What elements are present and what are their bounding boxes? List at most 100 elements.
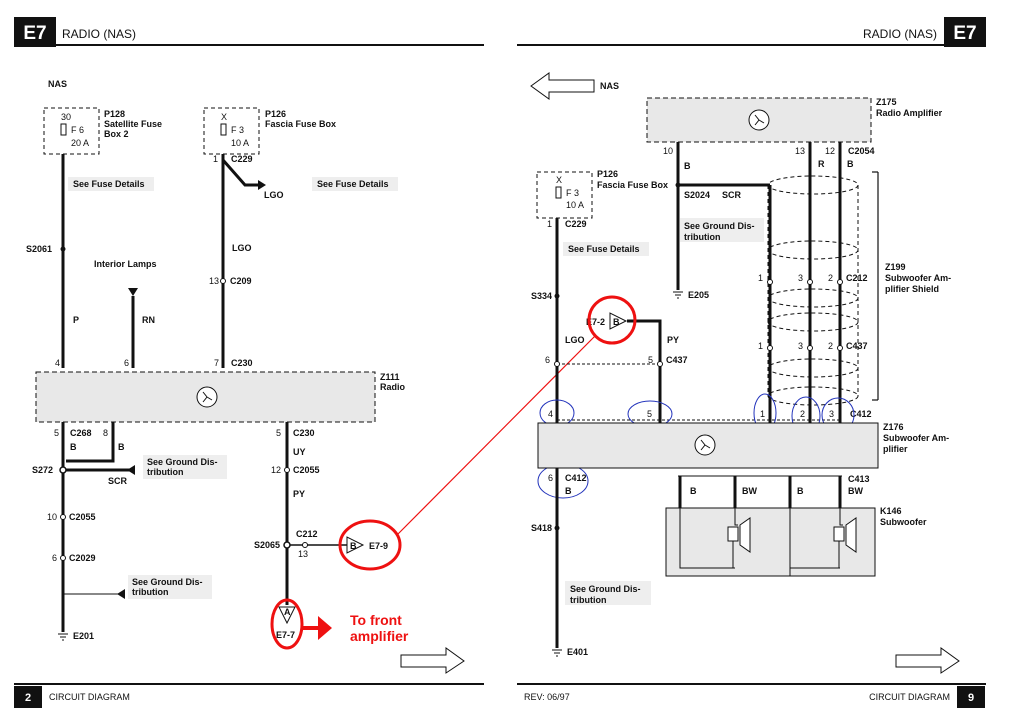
wire-label-uy: UY — [293, 447, 306, 457]
c229-label: C229 — [231, 154, 253, 164]
s2024-label: S2024 — [684, 190, 710, 200]
c437-left-pin-6: 6 — [545, 355, 550, 365]
c413-wire-4: BW — [848, 486, 863, 496]
s418-splice — [554, 525, 560, 531]
z175-name: Radio Amplifier — [876, 108, 943, 118]
ground-arrow-2 — [117, 589, 125, 599]
continue-arrow-right-page — [895, 647, 960, 674]
c2055-left-label: C2055 — [69, 512, 96, 522]
annotation-text-2: amplifier — [350, 628, 409, 644]
wire-label-r: R — [818, 159, 825, 169]
subwoofer-unit — [665, 507, 876, 577]
c268-pin-5: 5 — [54, 428, 59, 438]
c437-right-pin-2: 2 — [828, 341, 833, 351]
wire-label-py-right: PY — [667, 335, 679, 345]
z176-name-2: plifier — [883, 444, 908, 454]
e72-connector-ref — [609, 312, 628, 330]
c268-pin-8: 8 — [103, 428, 108, 438]
left-footer-label: CIRCUIT DIAGRAM — [49, 692, 130, 702]
p128-name-2: Box 2 — [104, 129, 129, 139]
wire-label-b-1: B — [70, 442, 77, 452]
wire-label-scr-right: SCR — [722, 190, 742, 200]
see-ground-right-2b: tribution — [570, 595, 607, 605]
c412-pin-5: 5 — [647, 409, 652, 419]
k146-id: K146 — [880, 506, 902, 516]
p126-id: P126 — [265, 109, 286, 119]
c437-left-connector-6 — [554, 361, 560, 367]
p126-fuse-box — [203, 107, 260, 155]
c412-top-label: C412 — [850, 409, 872, 419]
radio-name: Radio — [380, 382, 406, 392]
c209-connector — [220, 278, 226, 284]
c2029-pin: 6 — [52, 553, 57, 563]
see-fuse-arrow-2 — [258, 180, 266, 190]
e72-pin: B — [613, 317, 620, 327]
wire-label-b-2: B — [118, 442, 125, 452]
nas-back-arrow — [530, 72, 595, 100]
radio-icon-glyph — [202, 391, 213, 403]
see-ground-2b: tribution — [132, 587, 169, 597]
left-page-badge-bg — [14, 17, 56, 47]
wire-label-scr: SCR — [108, 476, 128, 486]
c413-wire-1: B — [690, 486, 697, 496]
p126-fuse-label: F 3 — [231, 125, 244, 135]
c437-right-connectors — [767, 345, 843, 351]
e77-connector-ref — [278, 606, 296, 625]
c2054-pin-12: 12 — [825, 146, 835, 156]
see-fuse-details-box-1 — [68, 177, 154, 191]
p126-pin: X — [221, 112, 227, 122]
wire-label-p: P — [73, 315, 79, 325]
c2029-label: C2029 — [69, 553, 96, 563]
annotation-text-1: To front — [350, 612, 402, 628]
c412-pin-1: 1 — [760, 409, 765, 419]
wire-label-lgo-right: LGO — [565, 335, 585, 345]
wire-label-rn: RN — [142, 315, 155, 325]
c413-wire-2: BW — [742, 486, 757, 496]
z199-id: Z199 — [885, 262, 906, 272]
e77-pin: A — [284, 607, 291, 617]
c437-right-pin-1: 1 — [758, 341, 763, 351]
z175-id: Z175 — [876, 97, 897, 107]
radio-pin-4: 4 — [55, 358, 60, 368]
left-page-badge: E7 — [23, 23, 46, 44]
wire-lgo-branch — [221, 159, 258, 187]
annotation-arrow-head — [318, 616, 332, 640]
p128-name-1: Satellite Fuse — [104, 119, 162, 129]
c230-right-label: C230 — [293, 428, 315, 438]
annotation-circle-e79 — [338, 519, 402, 571]
speaker-wires — [678, 476, 842, 508]
c437-right-pin-3: 3 — [798, 341, 803, 351]
p126-fuse-icon — [220, 123, 227, 136]
radio-c230-label: C230 — [231, 358, 253, 368]
e201-label: E201 — [73, 631, 94, 641]
p126-right-fuse-box — [536, 171, 593, 219]
p128-fuse-box — [43, 107, 100, 155]
see-ground-right-1a: See Ground Dis- — [684, 221, 755, 231]
p126-right-id: P126 — [597, 169, 618, 179]
e201-ground-icon — [58, 633, 68, 641]
see-fuse-details-1: See Fuse Details — [73, 179, 145, 189]
wire-label-py: PY — [293, 489, 305, 499]
c437-right-label: C437 — [846, 341, 868, 351]
e401-label: E401 — [567, 647, 588, 657]
wire-b-shield — [66, 422, 115, 463]
c230-right-pin: 5 — [276, 428, 281, 438]
e205-ground-icon — [673, 291, 683, 299]
wire-label-b-top2: B — [847, 159, 854, 169]
left-region-label: NAS — [48, 79, 67, 89]
p128-id: P128 — [104, 109, 125, 119]
annotation-link-line — [397, 334, 597, 535]
see-fuse-details-right-box — [563, 242, 649, 256]
see-ground-2a: See Ground Dis- — [132, 577, 203, 587]
annotation-circle-e72 — [587, 295, 637, 345]
right-page-badge: E7 — [953, 23, 976, 44]
wire-py-right — [627, 319, 662, 423]
speaker-icon-2 — [790, 508, 857, 569]
e79-ref: E7-9 — [369, 541, 388, 551]
c229-pin: 1 — [213, 154, 218, 164]
p126-right-fuse-icon — [555, 186, 562, 199]
s2024-splice — [675, 182, 681, 188]
c209-label: C209 — [230, 276, 252, 286]
c437-left-pin-5: 5 — [648, 355, 653, 365]
right-page-number-bg — [957, 686, 985, 708]
